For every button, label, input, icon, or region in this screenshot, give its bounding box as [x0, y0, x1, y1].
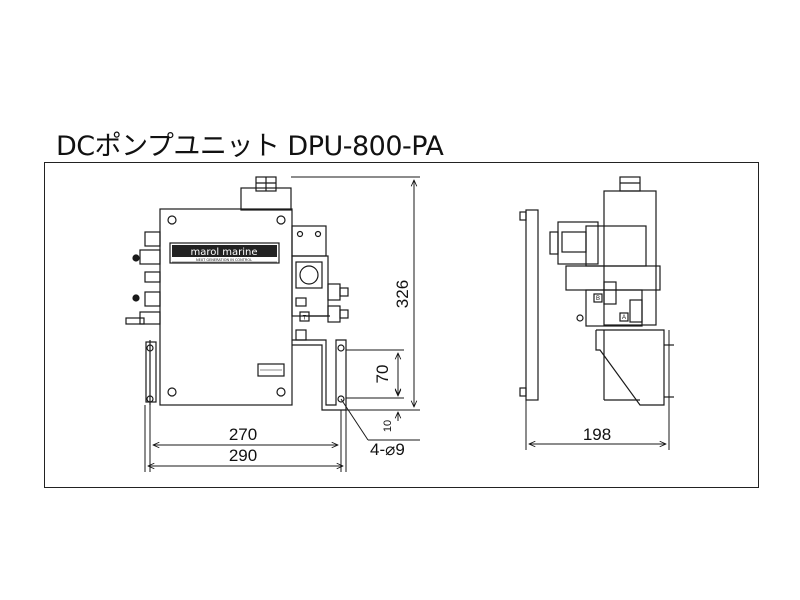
dim-326: 326	[393, 280, 412, 308]
port-a-box	[619, 312, 629, 322]
fitting-icon	[629, 299, 643, 323]
dim-198: 198	[583, 425, 611, 444]
port-label-t: T	[303, 316, 307, 322]
cable-gland-icon	[144, 271, 161, 283]
valve-block	[291, 225, 327, 257]
cable-gland-icon	[139, 249, 161, 265]
brand-plate-text: marol marine	[190, 247, 257, 258]
screw-icon	[167, 387, 177, 397]
dim-10: 10	[382, 420, 394, 432]
fitting-icon	[603, 281, 617, 305]
fitting-icon	[327, 283, 341, 301]
manifold-block	[565, 265, 661, 291]
screw-icon	[167, 215, 177, 225]
cable-gland-icon	[144, 291, 161, 307]
mounting-plate	[525, 209, 539, 401]
dim-290: 290	[229, 446, 257, 465]
dim-70: 70	[373, 365, 392, 384]
front-dimensions	[144, 176, 420, 472]
cable-icon	[125, 317, 145, 325]
port-label-b: B	[596, 296, 600, 302]
valve-body	[585, 225, 647, 267]
front-view	[125, 176, 349, 411]
fitting-icon	[327, 305, 341, 323]
page-title: DCポンプユニット DPU-800-PA	[56, 131, 444, 162]
brand-plate	[169, 242, 280, 264]
rating-label	[257, 363, 285, 377]
port-b-box	[593, 293, 603, 303]
side-dimensions	[525, 330, 670, 450]
side-view	[519, 176, 674, 406]
tank-body	[603, 190, 657, 326]
solenoid-coil	[557, 221, 599, 265]
filler-cap	[619, 176, 641, 192]
drawing-frame	[44, 162, 759, 488]
port-label-a: A	[622, 315, 626, 321]
dim-270: 270	[229, 425, 257, 444]
dim-holes: 4-⌀9	[370, 440, 405, 459]
screw-icon	[276, 387, 286, 397]
cable-gland-icon	[144, 231, 161, 247]
screw-icon	[276, 215, 286, 225]
solenoid-nut	[295, 261, 323, 289]
brand-subtext: NEXT GENERATION IN CONTROL	[196, 258, 252, 262]
